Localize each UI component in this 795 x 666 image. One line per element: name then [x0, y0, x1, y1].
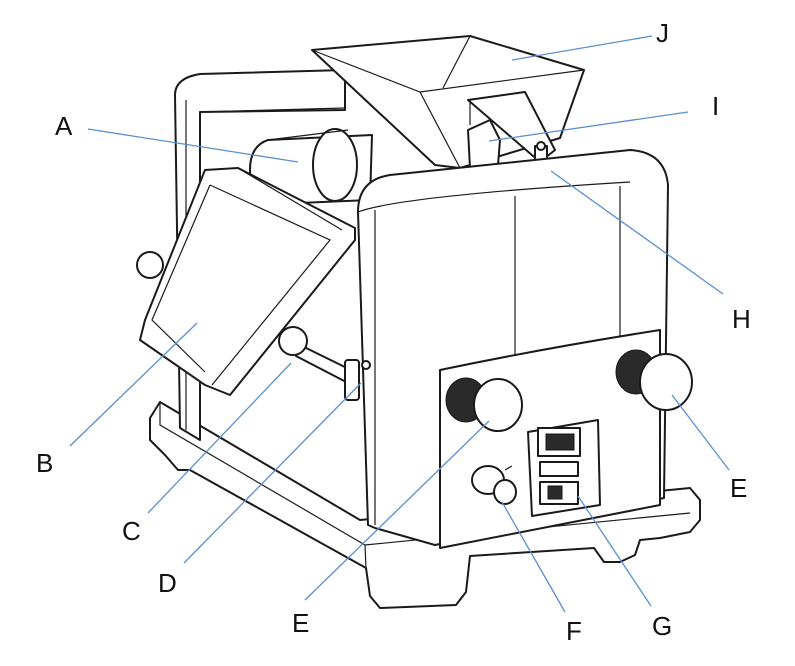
- feed-hopper: [311, 35, 585, 169]
- leader-j: [511, 35, 653, 61]
- leader-b: [69, 322, 198, 447]
- callout-e-right: E: [730, 473, 747, 503]
- adjust-knob-right: [615, 349, 693, 411]
- power-module: [527, 419, 601, 517]
- callout-labels: A B C D E E F G H I J: [36, 18, 751, 646]
- callout-b: B: [36, 448, 53, 478]
- leader-i: [488, 111, 689, 142]
- callout-c: C: [122, 516, 141, 546]
- callout-f: F: [566, 616, 582, 646]
- leader-e-right: [671, 394, 730, 471]
- collection-tray: [139, 167, 356, 396]
- callout-h: H: [732, 304, 751, 334]
- leader-c: [147, 362, 292, 514]
- leader-f: [501, 501, 566, 613]
- leader-h: [550, 170, 724, 295]
- adjustment-bracket: [467, 119, 501, 169]
- leader-a: [87, 128, 299, 163]
- callout-d: D: [158, 568, 177, 598]
- leader-g: [577, 495, 652, 607]
- callout-g: G: [652, 611, 672, 641]
- callout-i: I: [712, 91, 719, 121]
- speed-dial: [471, 465, 517, 505]
- adjust-knob-left: [445, 377, 523, 432]
- leader-lines: [69, 35, 730, 613]
- leader-d: [183, 382, 362, 564]
- callout-j: J: [656, 18, 669, 48]
- leader-e-left: [304, 420, 490, 601]
- callout-a: A: [55, 111, 73, 141]
- callout-e-left: E: [292, 608, 309, 638]
- lever-arm: [136, 251, 360, 401]
